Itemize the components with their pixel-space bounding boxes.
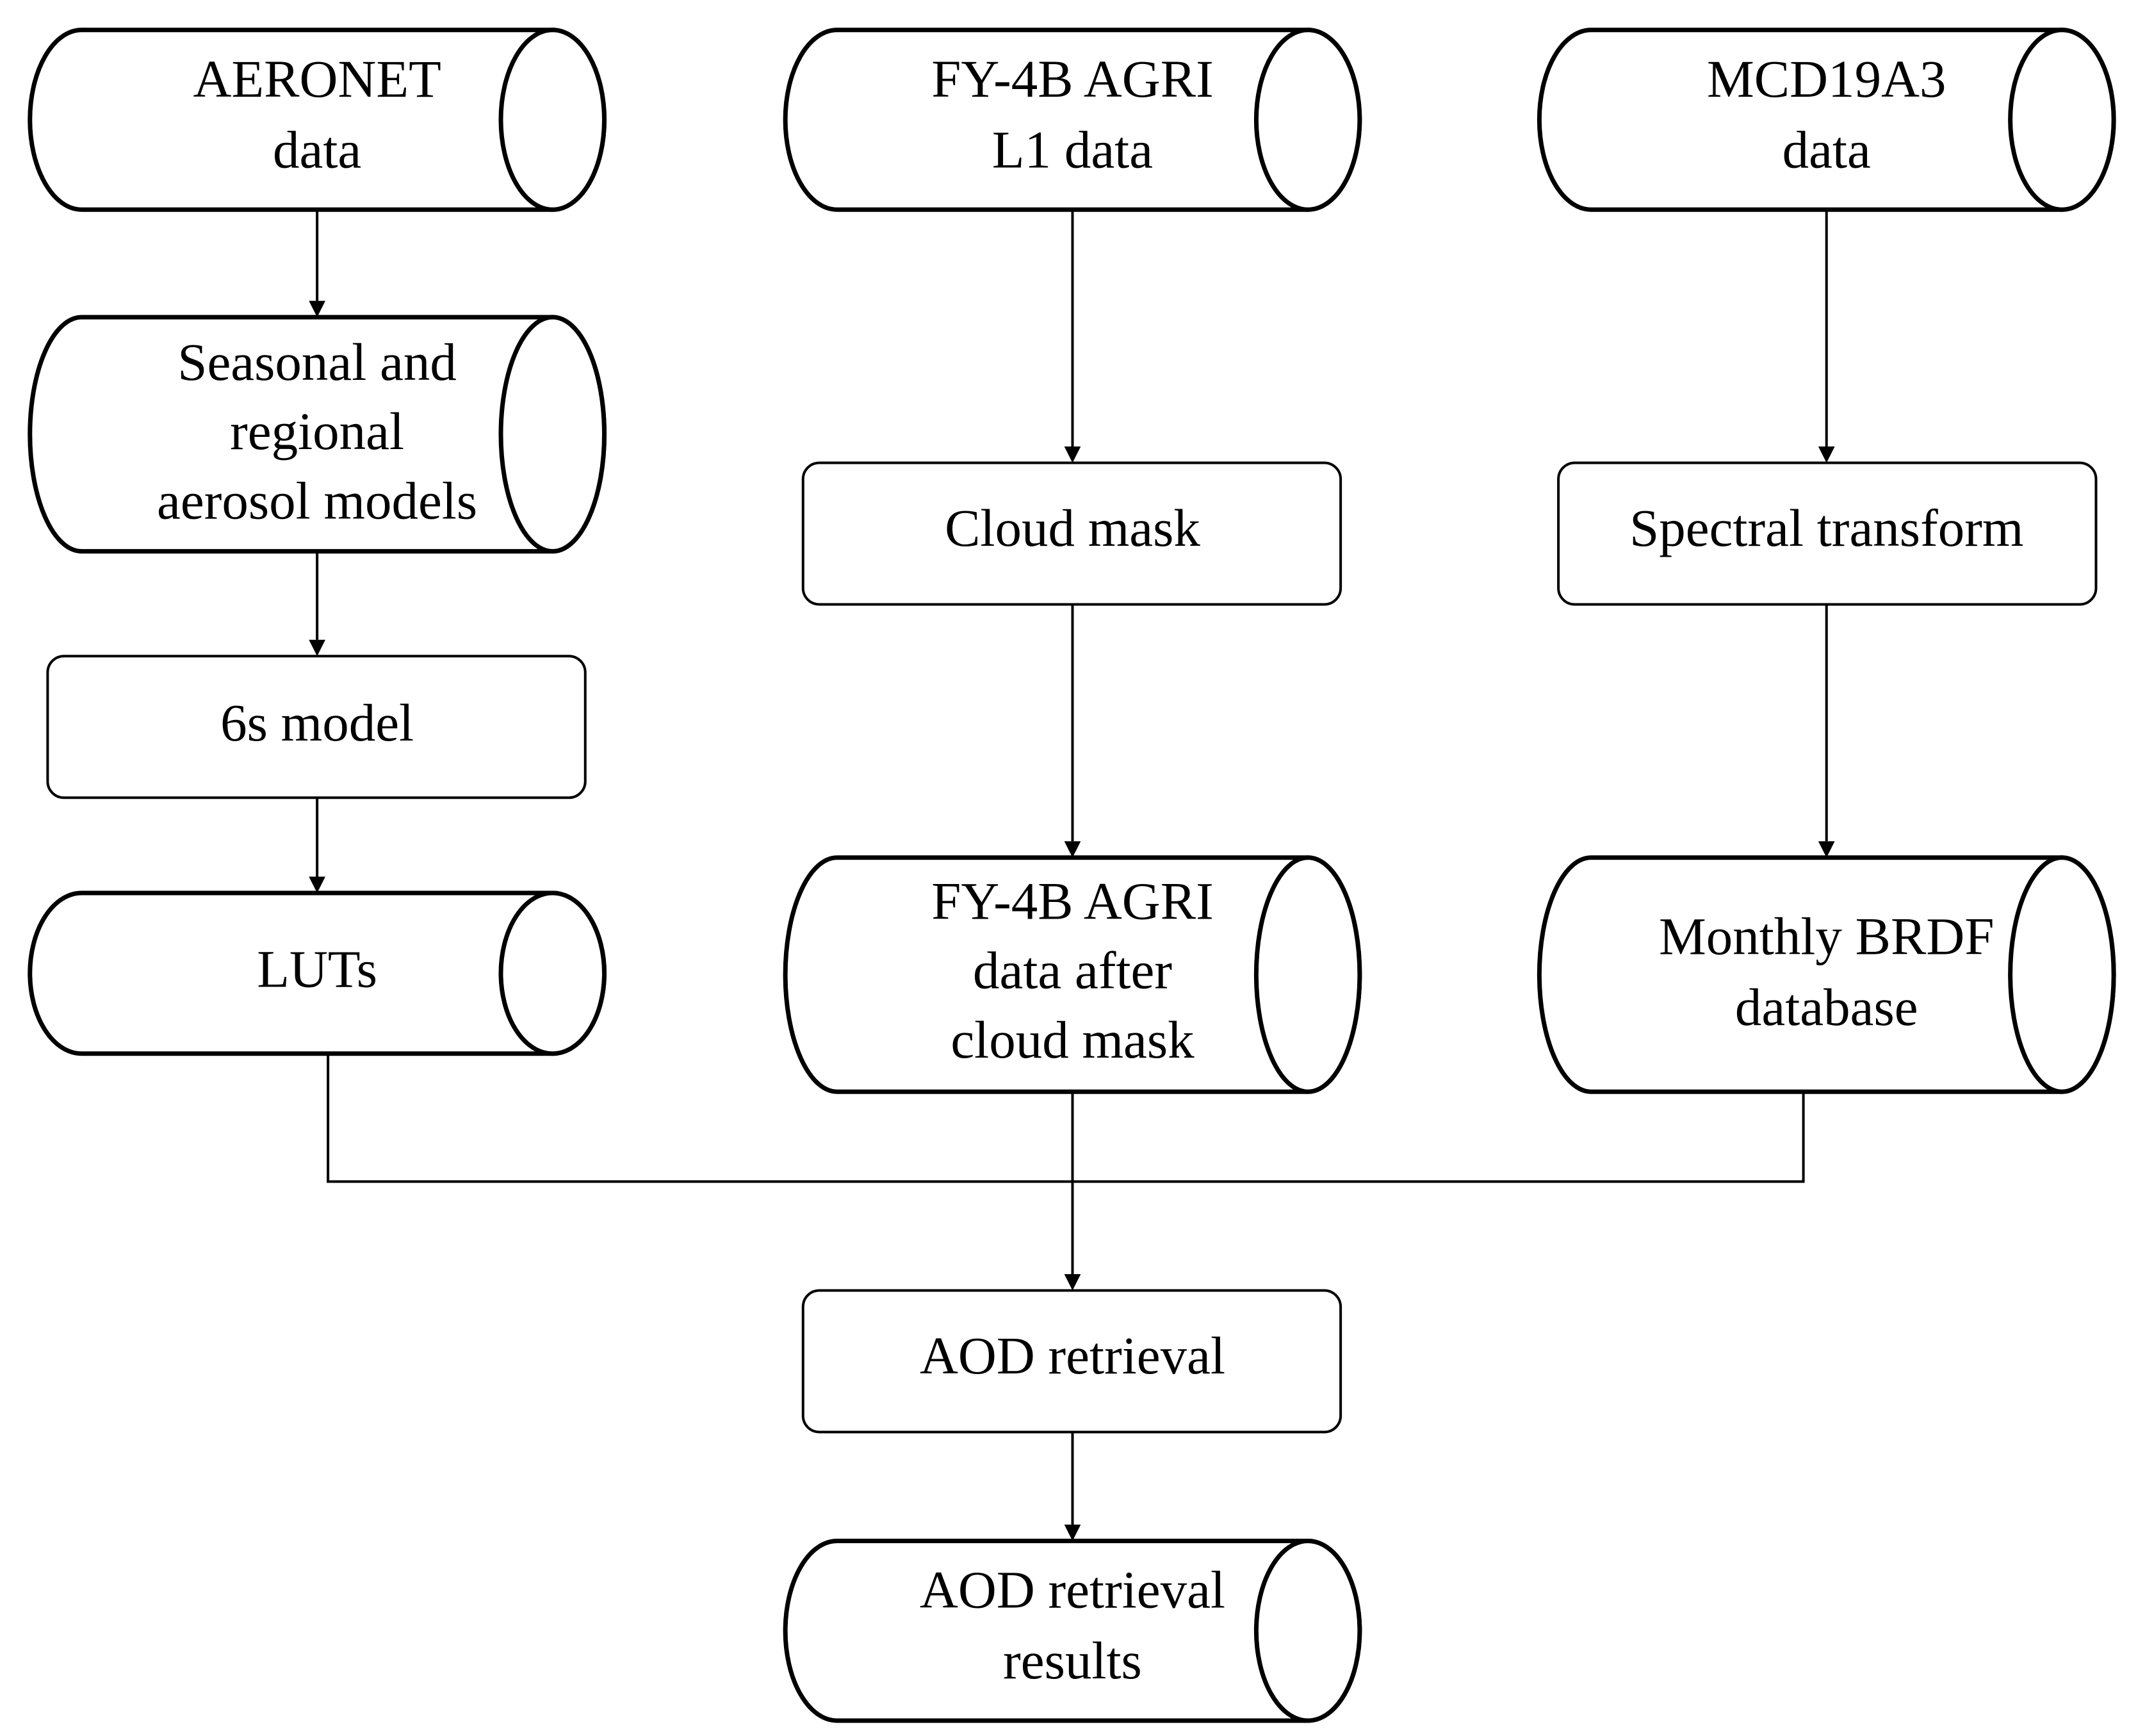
connector-line (327, 1053, 1073, 1183)
node-label: database (1735, 978, 1918, 1036)
cylinder-end-cap (498, 28, 607, 212)
node-fy4b-l1: FY-4B AGRI L1 data (783, 28, 1362, 212)
cylinder-end-cap (1253, 1539, 1362, 1723)
process-box (801, 461, 1342, 606)
node-aerosol-models: Seasonal and regional aerosol models (28, 315, 607, 554)
cylinder-end-cap (1253, 855, 1362, 1094)
cylinder-end-cap (1253, 28, 1362, 212)
process-box (1557, 461, 2098, 606)
node-mcd19a3: MCD19A3 data (1537, 28, 2116, 212)
connector-aod_retrieval-to-aod_results (1064, 1432, 1081, 1541)
connector-luts-to-aod_retrieval (327, 1053, 1073, 1183)
node-cloud-mask: Cloud mask (801, 461, 1342, 606)
node-label: Cloud mask (945, 498, 1200, 557)
arrowhead-icon (1064, 841, 1081, 858)
node-label: data (1782, 120, 1871, 179)
cylinder-end-cap (498, 890, 607, 1056)
arrowhead-icon (309, 639, 325, 657)
connector-fy4b_after_mask-to-aod_retrieval (1064, 1092, 1081, 1291)
node-label: AERONET (193, 49, 441, 108)
process-box (46, 655, 587, 799)
node-brdf-database: Monthly BRDF database (1537, 855, 2116, 1094)
node-label: AOD retrieval (920, 1560, 1225, 1619)
node-label: Seasonal and (177, 332, 457, 391)
node-label: MCD19A3 (1707, 49, 1946, 108)
node-label: data after (973, 941, 1172, 1000)
arrowhead-icon (1064, 1525, 1081, 1541)
node-label: cloud mask (950, 1010, 1195, 1069)
arrowhead-icon (1064, 1274, 1081, 1291)
node-label: Monthly BRDF (1659, 907, 1994, 966)
connector-brdf_database-to-aod_retrieval (1072, 1092, 1805, 1183)
node-fy4b-after-mask: FY-4B AGRI data after cloud mask (783, 855, 1362, 1094)
node-label: LUTs (257, 940, 377, 999)
connector-line (1072, 1092, 1805, 1183)
cylinder-end-cap (2008, 28, 2116, 212)
connector-aeronet-to-aerosol_models (309, 209, 325, 318)
connector-cloud_mask-to-fy4b_after_mask (1064, 604, 1081, 858)
node-luts: LUTs (28, 890, 607, 1056)
node-label: FY-4B AGRI (931, 871, 1213, 930)
node-spectral-transform: Spectral transform (1557, 461, 2098, 606)
connector-fy4b_l1-to-cloud_mask (1064, 209, 1081, 463)
connector-spectral_transform-to-brdf_database (1818, 604, 1835, 858)
node-label: L1 data (992, 120, 1153, 179)
arrowhead-icon (309, 300, 325, 318)
node-label: Spectral transform (1629, 498, 2023, 557)
arrowhead-icon (1818, 841, 1835, 858)
connector-mcd19a3-to-spectral_transform (1818, 209, 1835, 463)
connector-sixs_model-to-luts (309, 798, 325, 893)
node-sixs-model: 6s model (46, 655, 587, 799)
node-label: regional (230, 402, 404, 461)
arrowhead-icon (1064, 446, 1081, 463)
node-label: FY-4B AGRI (931, 49, 1213, 108)
node-label: 6s model (220, 693, 414, 752)
node-label: results (1003, 1631, 1142, 1690)
arrowhead-icon (1818, 446, 1835, 463)
arrowhead-icon (309, 876, 325, 893)
connector-layer (309, 209, 1835, 1541)
process-box (801, 1289, 1342, 1434)
cylinder-end-cap (498, 315, 607, 554)
node-aod-results: AOD retrieval results (783, 1539, 1362, 1723)
node-label: aerosol models (157, 471, 477, 530)
node-label: data (273, 120, 361, 179)
cylinder-end-cap (2008, 855, 2116, 1094)
node-label: AOD retrieval (920, 1326, 1225, 1385)
node-aeronet: AERONET data (28, 28, 607, 212)
node-aod-retrieval: AOD retrieval (801, 1289, 1342, 1434)
connector-aerosol_models-to-sixs_model (309, 551, 325, 657)
